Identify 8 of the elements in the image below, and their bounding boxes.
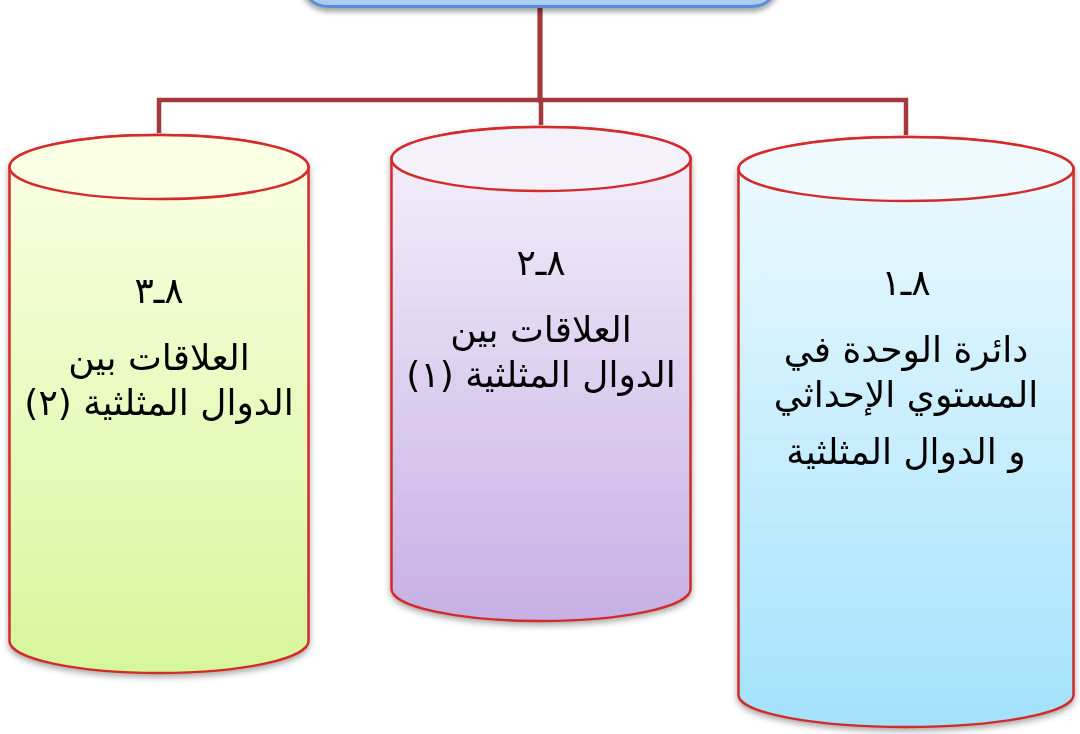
section-number: ٨ـ١ (881, 261, 931, 305)
section-title: دائرة الوحدة في المستوي الإحداثي (772, 328, 1040, 417)
section-title: العلاقات بين الدوال المثلثية (٢) (24, 336, 294, 425)
section-number: ٨ـ٢ (516, 241, 566, 285)
section-title: العلاقات بين الدوال المثلثية (١) (406, 308, 676, 397)
connector-line (156, 8, 543, 133)
section-title: و الدوال المثلثية (786, 430, 1026, 474)
section-number: ٨ـ٣ (134, 269, 184, 313)
